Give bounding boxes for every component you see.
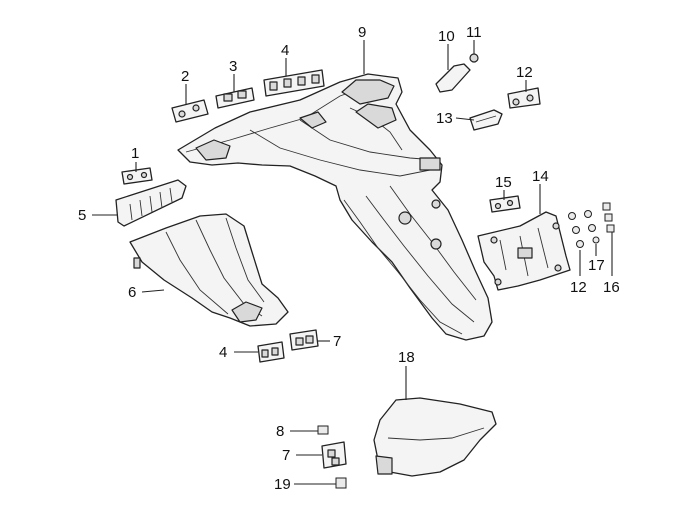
part-2-clip-set <box>171 99 209 123</box>
part-9-rear-frame <box>177 73 493 341</box>
hardware-stack <box>568 202 615 248</box>
callout-4-middle: 4 <box>219 344 227 361</box>
part-7-clip-pair <box>289 329 319 351</box>
part-7-clip-pair-lower <box>321 441 347 469</box>
part-18-mud-flap <box>373 397 497 477</box>
callout-13: 13 <box>436 110 453 127</box>
mount-hole <box>431 199 441 209</box>
callout-labels: 1 2 3 4 5 6 9 10 11 12 13 14 15 12 17 16… <box>78 24 620 493</box>
callout-4-top: 4 <box>281 42 289 59</box>
callout-12-top: 12 <box>516 64 533 81</box>
callout-7-lower: 7 <box>282 447 290 464</box>
callout-7-middle: 7 <box>333 333 341 350</box>
callout-9: 9 <box>358 24 366 41</box>
mount-hole <box>398 211 412 225</box>
part-4-clip-set <box>263 69 325 97</box>
part-15-screw-set <box>489 195 521 213</box>
leader-lines <box>92 40 613 485</box>
callout-10: 10 <box>438 28 455 45</box>
callout-14: 14 <box>532 168 549 185</box>
part-10-rubber-pad <box>435 63 471 93</box>
part-8-bolt <box>317 425 329 435</box>
callout-17: 17 <box>588 257 605 274</box>
part-3-clip-set <box>215 87 255 109</box>
callout-2: 2 <box>181 68 189 85</box>
callout-6: 6 <box>128 284 136 301</box>
part-13-light-housing <box>469 109 503 131</box>
callout-8: 8 <box>276 423 284 440</box>
part-1-clip-strip <box>121 167 153 185</box>
part-6-inner-fender <box>129 213 289 327</box>
part-11-nut <box>469 53 479 63</box>
callout-18: 18 <box>398 349 415 366</box>
part-4-clip-pair <box>257 341 285 363</box>
callout-12-bottom: 12 <box>570 279 587 296</box>
part-12-nut-set <box>507 87 541 109</box>
callout-16: 16 <box>603 279 620 296</box>
part-14-license-bracket <box>477 211 571 291</box>
mount-hole <box>430 238 442 250</box>
callout-1: 1 <box>131 145 139 162</box>
part-19-screw <box>335 477 347 489</box>
callout-11: 11 <box>466 24 482 41</box>
callout-19: 19 <box>274 476 291 493</box>
callout-15: 15 <box>495 174 512 191</box>
callout-5: 5 <box>78 207 86 224</box>
part-5-cover-plate <box>115 179 187 227</box>
callout-3: 3 <box>229 58 237 75</box>
